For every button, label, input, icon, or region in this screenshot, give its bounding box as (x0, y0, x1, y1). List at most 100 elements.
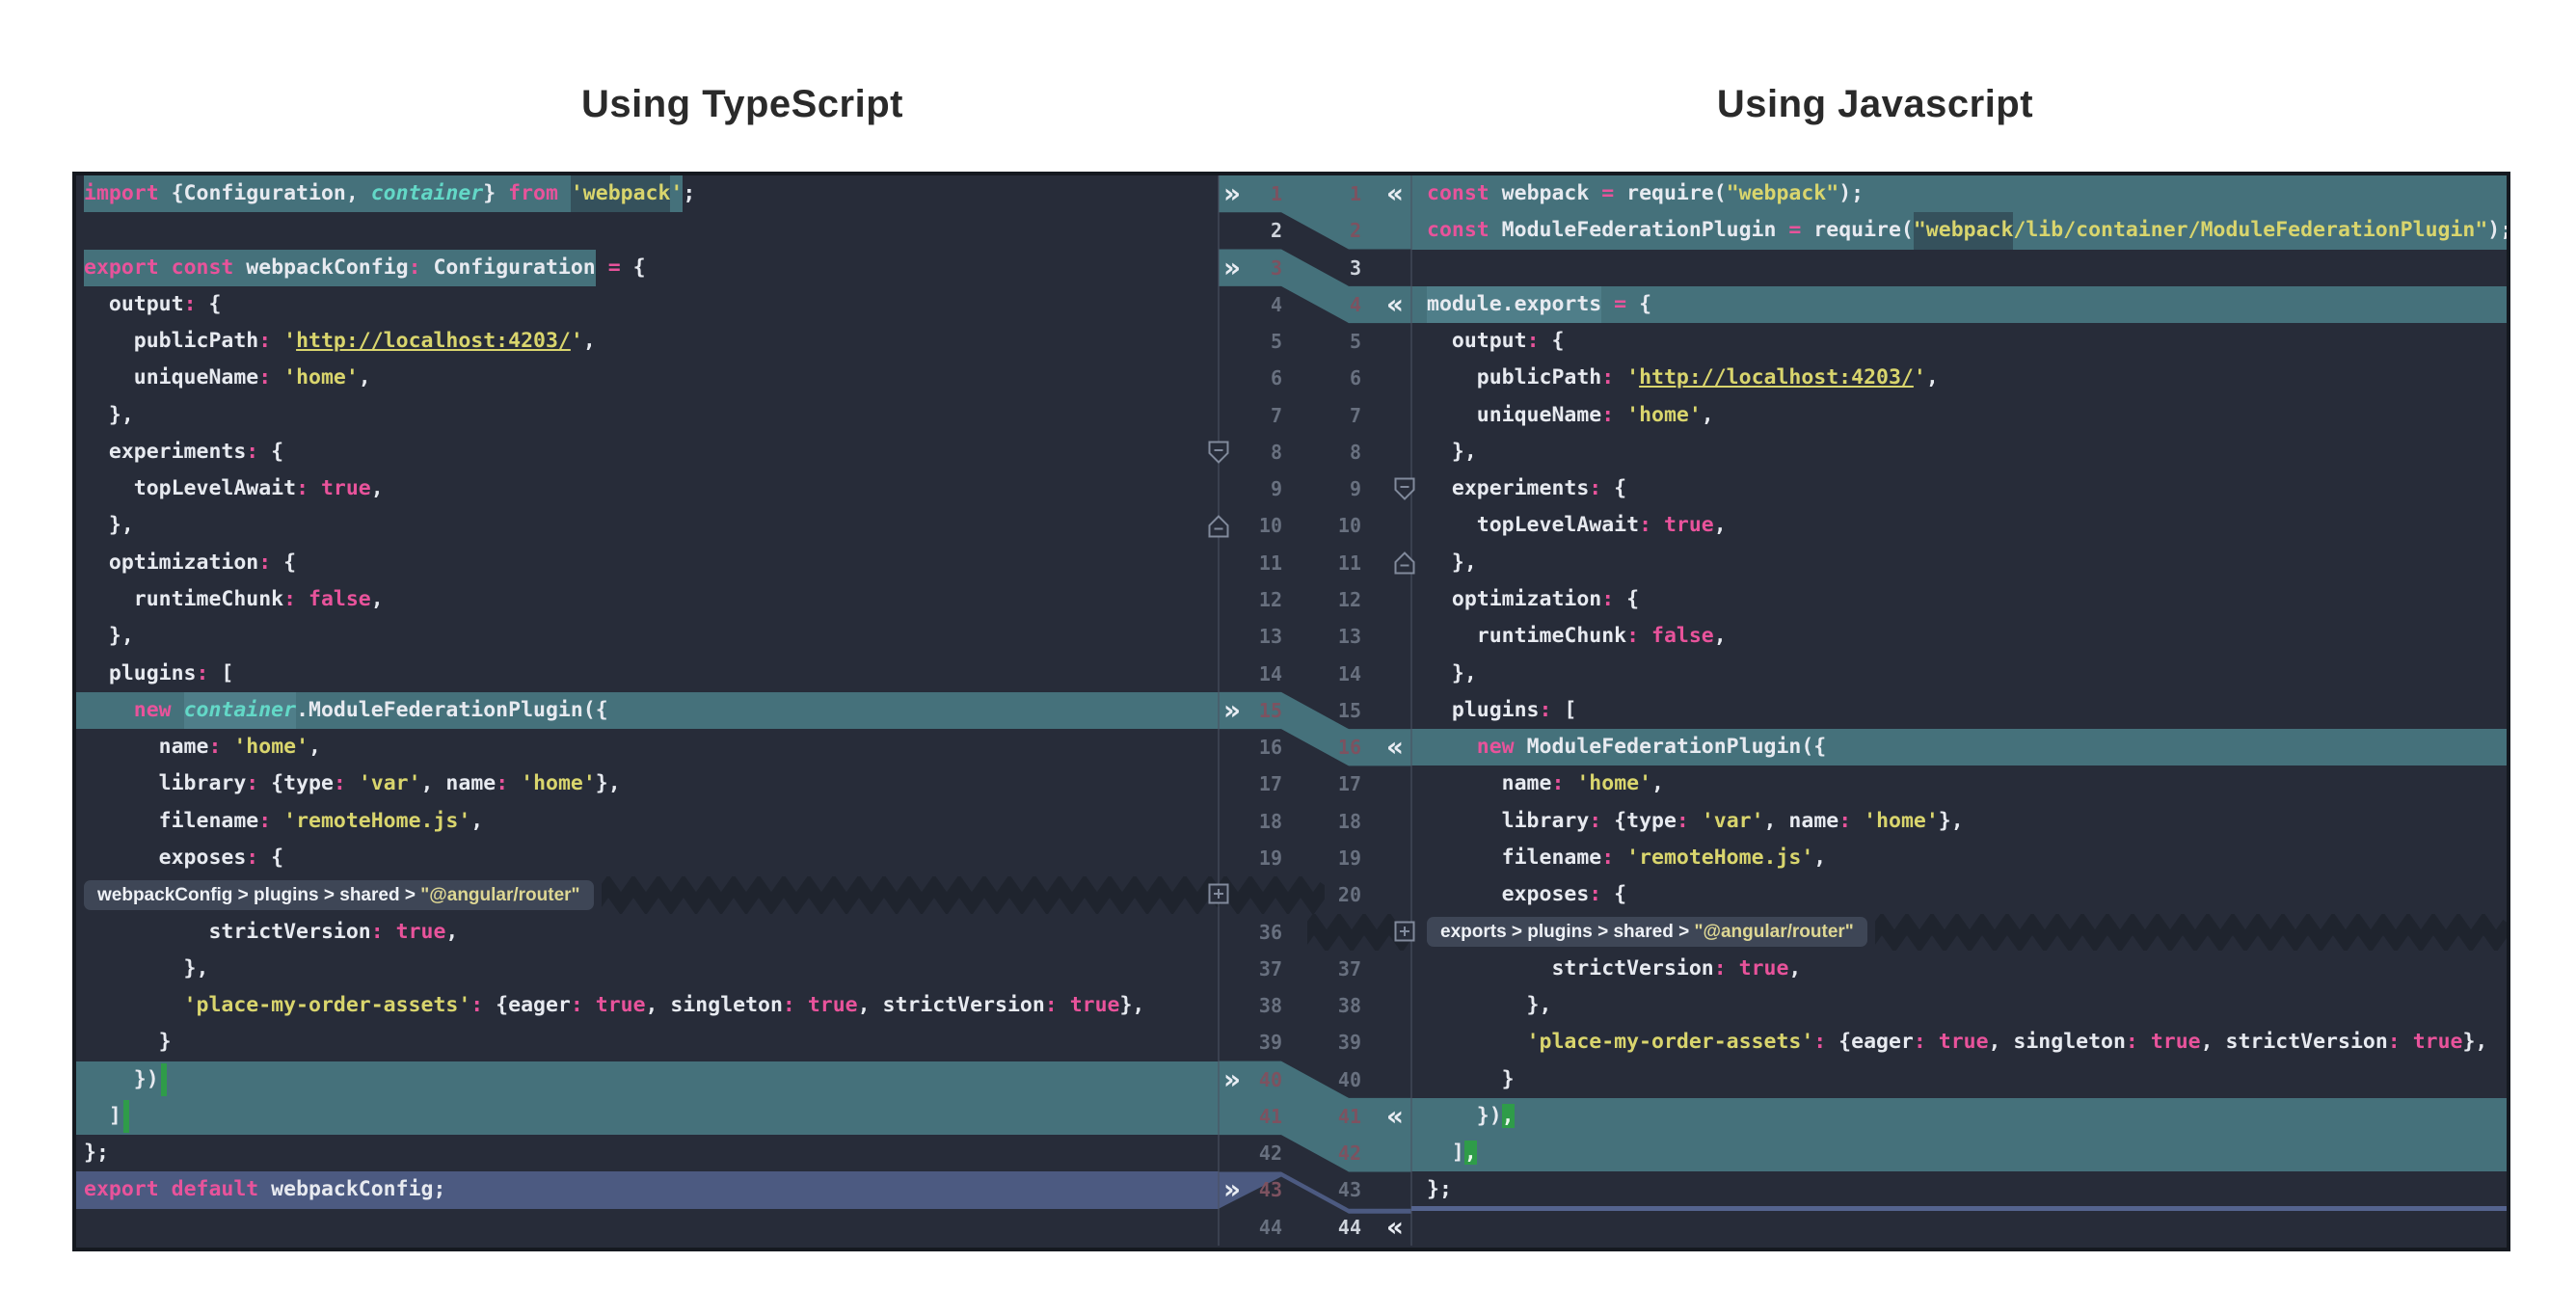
fold-region-start-icon[interactable] (1208, 441, 1229, 469)
code-line: } (1411, 1061, 2507, 1098)
apply-change-right-icon[interactable]: » (1223, 1173, 1242, 1206)
line-number: 17 (1258, 772, 1282, 796)
apply-change-left-icon[interactable]: « (1385, 287, 1404, 320)
code-line: }; (76, 1135, 1219, 1171)
code-line: filename: 'remoteHome.js', (1411, 840, 2507, 876)
apply-change-left-icon[interactable]: « (1385, 1210, 1404, 1243)
code-text: output: { (1427, 329, 1565, 354)
code-line: }, (76, 618, 1219, 655)
line-number: 11 (1258, 551, 1282, 575)
collapsed-region-breadcrumb[interactable]: webpackConfig > plugins > shared > "@ang… (84, 879, 594, 910)
code-line: strictVersion: true, (76, 914, 1219, 951)
line-number: 16 (1258, 736, 1282, 760)
code-text: }), (1427, 1103, 1515, 1128)
code-line (1411, 250, 2507, 286)
code-text: }; (1427, 1177, 1452, 1202)
fold-region-end-icon[interactable] (1394, 551, 1415, 579)
changed-line-highlight (1411, 1097, 2507, 1136)
code-line: }, (76, 951, 1219, 987)
code-line: new container.ModuleFederationPlugin({ (76, 691, 1219, 730)
line-number: 19 (1258, 846, 1282, 870)
typescript-code-panel[interactable]: import {Configuration, container} from '… (76, 175, 1219, 1246)
line-number: 3 (1270, 255, 1282, 280)
code-line: uniqueName: 'home', (76, 360, 1219, 396)
collapsed-region-breadcrumb[interactable]: exports > plugins > shared > "@angular/r… (1427, 917, 1867, 948)
apply-change-right-icon[interactable]: » (1223, 177, 1242, 209)
changed-line-highlight (76, 1061, 1219, 1098)
code-line: plugins: [ (76, 656, 1219, 692)
code-text: }, (1427, 439, 1477, 464)
code-line: output: { (76, 286, 1219, 323)
line-number: 6 (1270, 366, 1282, 390)
line-number: 16 (1337, 736, 1361, 760)
code-text: uniqueName: 'home', (1427, 402, 1714, 427)
right-pane-title: Using Javascript (1716, 83, 2034, 125)
line-number: 12 (1337, 588, 1361, 612)
line-number: 14 (1337, 661, 1361, 685)
code-text: }, (84, 513, 134, 538)
line-number: 44 (1337, 1215, 1361, 1239)
code-text: }; (84, 1141, 109, 1166)
line-number: 7 (1270, 403, 1282, 427)
code-line: }, (1411, 545, 2507, 581)
line-number: 37 (1258, 956, 1282, 980)
changed-word-highlight (570, 175, 671, 213)
changed-line-highlight (1411, 1135, 2507, 1172)
code-text: strictVersion: true, (1427, 955, 1802, 980)
code-text: strictVersion: true, (84, 919, 459, 944)
line-number: 42 (1337, 1141, 1361, 1166)
fold-expand-icon[interactable] (1394, 921, 1415, 947)
line-number: 9 (1270, 477, 1282, 501)
line-number: 37 (1337, 956, 1361, 980)
apply-change-right-icon[interactable]: » (1223, 693, 1242, 726)
line-number: 42 (1258, 1141, 1282, 1166)
line-number: 8 (1349, 440, 1361, 464)
code-line: exposes: { (76, 840, 1219, 876)
code-text: plugins: [ (84, 660, 234, 685)
fold-region-start-icon[interactable] (1394, 477, 1415, 505)
code-line: plugins: [ (1411, 692, 2507, 729)
code-text: publicPath: 'http://localhost:4203/', (1427, 365, 1939, 390)
line-number: 18 (1258, 809, 1282, 833)
code-text: export default webpackConfig; (84, 1177, 446, 1202)
code-text: } (1427, 1066, 1515, 1091)
code-line (1411, 1209, 2507, 1246)
code-line: uniqueName: 'home', (1411, 397, 2507, 434)
code-line: publicPath: 'http://localhost:4203/', (1411, 360, 2507, 396)
apply-change-right-icon[interactable]: » (1223, 1062, 1242, 1095)
line-number: 19 (1337, 846, 1361, 870)
line-number: 1 (1349, 182, 1361, 205)
changed-line-highlight (76, 1097, 1219, 1136)
code-line: } (76, 1024, 1219, 1061)
javascript-code-panel[interactable]: const webpack = require("webpack");const… (1411, 175, 2507, 1246)
code-text: name: 'home', (84, 735, 321, 760)
code-line: const webpack = require("webpack"); (1411, 175, 2507, 213)
code-line: runtimeChunk: false, (1411, 618, 2507, 655)
line-number: 43 (1337, 1178, 1361, 1202)
code-line: experiments: { (76, 434, 1219, 470)
deletion-position-marker (1411, 1205, 2507, 1211)
code-line: const ModuleFederationPlugin = require("… (1411, 212, 2507, 250)
code-line: optimization: { (1411, 581, 2507, 618)
fold-expand-icon[interactable] (1208, 883, 1229, 909)
line-number: 7 (1349, 403, 1361, 427)
line-number: 40 (1258, 1067, 1282, 1091)
code-text: ] (84, 1103, 121, 1128)
changed-word-highlight (183, 691, 296, 730)
apply-change-left-icon[interactable]: « (1385, 731, 1404, 764)
line-number: 20 (1337, 883, 1361, 907)
code-line: experiments: { (1411, 470, 2507, 507)
apply-change-left-icon[interactable]: « (1385, 1099, 1404, 1132)
code-text: import {Configuration, container} from '… (84, 181, 696, 205)
line-number: 13 (1337, 625, 1361, 649)
changed-word-highlight (1913, 212, 2014, 250)
code-text: new container.ModuleFederationPlugin({ (133, 697, 608, 722)
apply-change-left-icon[interactable]: « (1385, 177, 1404, 209)
code-line: filename: 'remoteHome.js', (76, 803, 1219, 840)
line-number: 38 (1337, 994, 1361, 1018)
breadcrumb-string: "@angular/router" (1694, 922, 1854, 943)
apply-change-right-icon[interactable]: » (1223, 251, 1242, 283)
code-line: }; (1411, 1171, 2507, 1211)
fold-region-end-icon[interactable] (1208, 514, 1229, 543)
